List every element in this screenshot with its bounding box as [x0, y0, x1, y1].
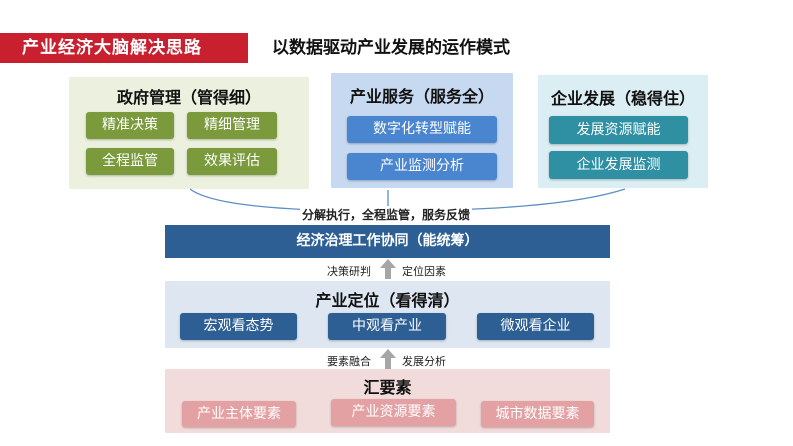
city-data-button[interactable]: 城市数据要素: [481, 401, 594, 427]
industry-resource-button[interactable]: 产业资源要素: [331, 399, 456, 426]
service-panel: 产业服务（服务全） 数字化转型赋能 产业监测分析: [331, 73, 513, 188]
coordination-bar: 经济治理工作协同（能统筹）: [165, 225, 610, 258]
arrow2-right-label: 发展分析: [402, 355, 446, 368]
up-arrow-icon: [380, 349, 396, 369]
positioning-panel: 产业定位（看得清） 宏观看态势 中观看产业 微观看企业: [165, 281, 610, 348]
resource-empowerment-button[interactable]: 发展资源赋能: [549, 116, 688, 144]
positioning-panel-title: 产业定位（看得清）: [315, 291, 460, 310]
precise-decision-button[interactable]: 精准决策: [86, 112, 174, 139]
effect-evaluation-button[interactable]: 效果评估: [187, 148, 277, 175]
digital-transformation-button[interactable]: 数字化转型赋能: [347, 116, 497, 143]
elements-panel: 汇要素 产业主体要素 产业资源要素 城市数据要素: [165, 369, 610, 433]
full-supervision-button[interactable]: 全程监管: [86, 148, 174, 175]
page-subtitle: 以数据驱动产业发展的运作模式: [272, 38, 510, 58]
enterprise-monitoring-button[interactable]: 企业发展监测: [549, 151, 688, 179]
service-panel-title: 产业服务（服务全）: [349, 87, 494, 106]
macro-trend-button[interactable]: 宏观看态势: [180, 313, 297, 340]
elements-panel-title: 汇要素: [363, 378, 412, 397]
arrow2-left-label: 要素融合: [327, 355, 371, 368]
enterprise-panel: 企业发展（稳得住） 发展资源赋能 企业发展监测: [538, 75, 708, 188]
enterprise-panel-title: 企业发展（稳得住）: [550, 89, 695, 108]
title-banner: 产业经济大脑解决思路: [0, 33, 248, 63]
arrow1-left-label: 决策研判: [327, 265, 371, 278]
bracket-label: 分解执行，全程监管，服务反馈: [300, 206, 473, 223]
gov-panel-title: 政府管理（管得细）: [116, 88, 261, 107]
meso-industry-button[interactable]: 中观看产业: [328, 313, 446, 340]
micro-enterprise-button[interactable]: 微观看企业: [477, 313, 594, 340]
industry-entity-button[interactable]: 产业主体要素: [182, 401, 296, 427]
up-arrow-icon: [380, 259, 396, 279]
industry-monitoring-button[interactable]: 产业监测分析: [347, 153, 497, 180]
gov-panel: 政府管理（管得细） 精准决策 精细管理 全程监管 效果评估: [69, 77, 309, 189]
fine-management-button[interactable]: 精细管理: [187, 112, 277, 139]
arrow1-right-label: 定位因素: [402, 265, 446, 278]
